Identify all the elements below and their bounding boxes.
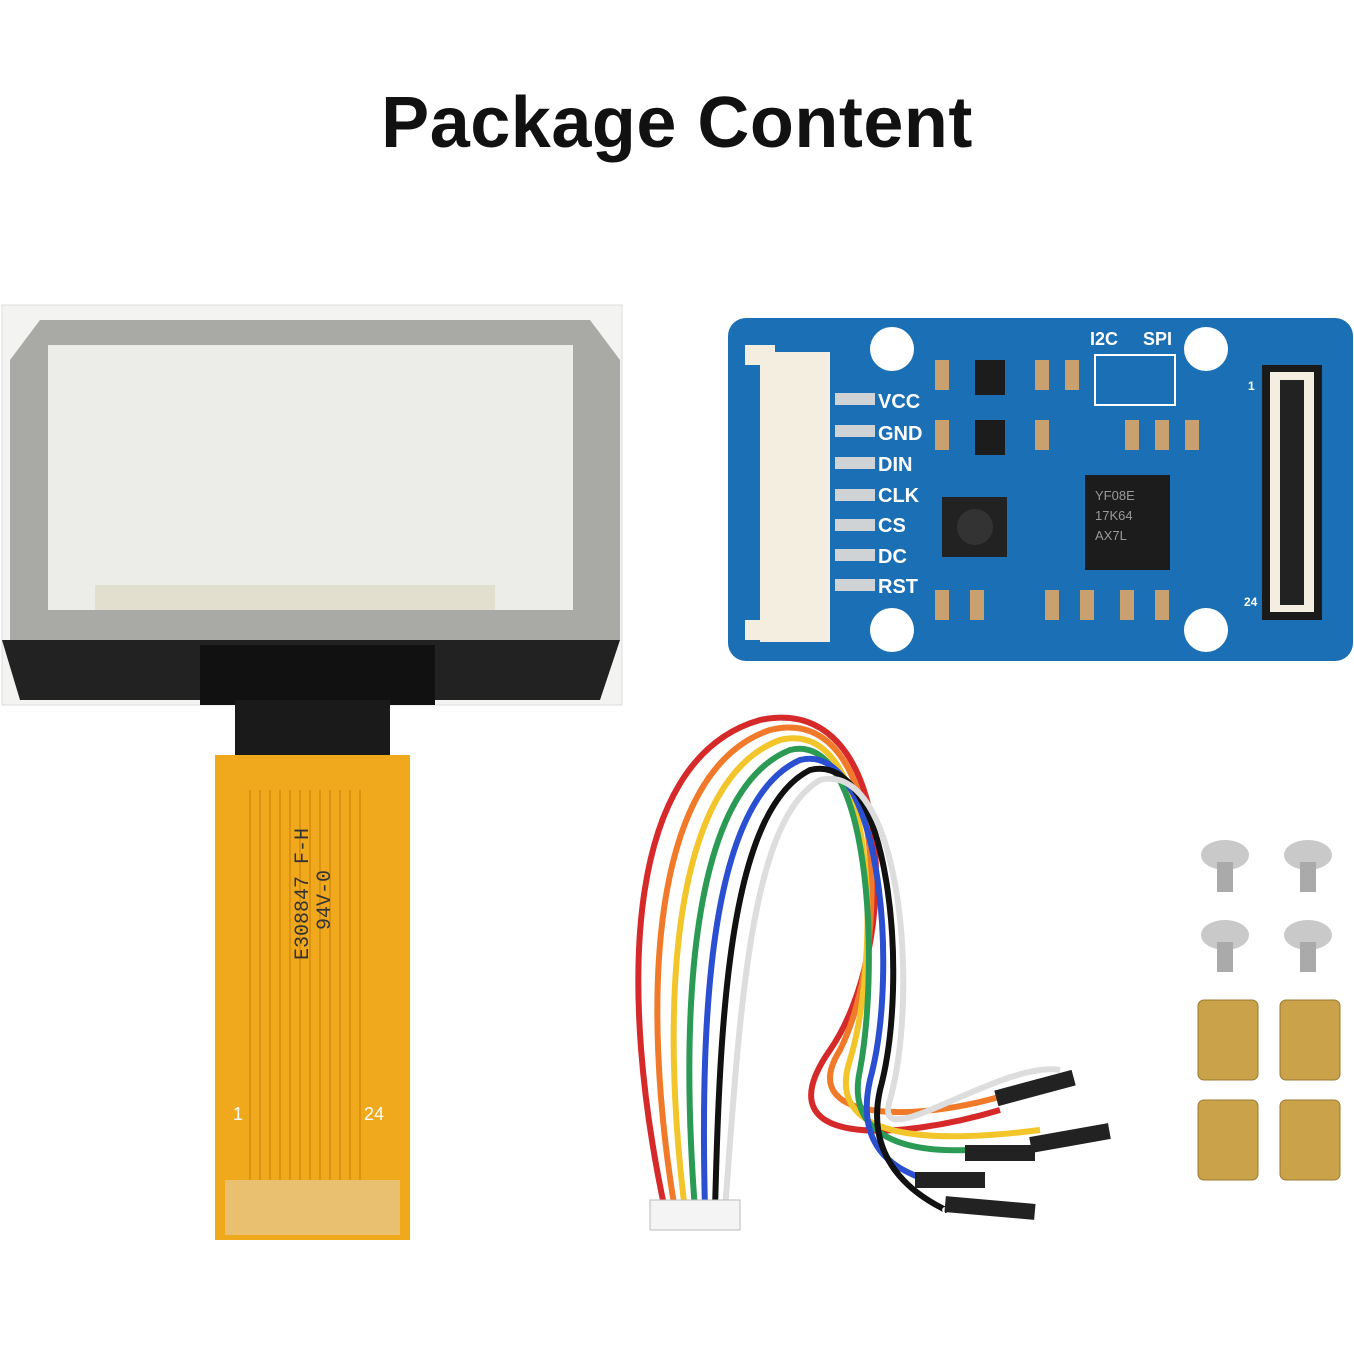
pin-label-vcc: VCC bbox=[878, 391, 920, 413]
fpc-pin-end: 24 bbox=[364, 1104, 384, 1124]
screws bbox=[1201, 840, 1332, 972]
driver-board: VCC GND DIN CLK CS DC RST I2C SPI YF08E … bbox=[728, 318, 1353, 661]
pin-label-gnd: GND bbox=[878, 423, 922, 445]
brass-standoffs bbox=[1197, 999, 1341, 1181]
chip-text-2: 17K64 bbox=[1095, 508, 1133, 523]
fpc-pin-start: 1 bbox=[233, 1104, 243, 1124]
mode-label-spi: SPI bbox=[1143, 329, 1172, 349]
connector-pin-start: 1 bbox=[1248, 379, 1255, 393]
pin-label-rst: RST bbox=[878, 576, 918, 598]
page-title: Package Content bbox=[381, 83, 973, 163]
pin-label-dc: DC bbox=[878, 546, 907, 568]
mode-label-i2c: I2C bbox=[1090, 329, 1118, 349]
pin-label-din: DIN bbox=[878, 454, 912, 476]
jumper-ends bbox=[915, 1069, 1111, 1220]
pin-label-cs: CS bbox=[878, 515, 906, 537]
chip-text-3: AX7L bbox=[1095, 528, 1127, 543]
cable bbox=[635, 714, 1061, 1213]
pin-label-clk: CLK bbox=[878, 485, 920, 507]
chip-text-1: YF08E bbox=[1095, 488, 1135, 503]
fpc-marking-1: E308847 F-H bbox=[292, 828, 315, 960]
cable-connector bbox=[649, 1199, 741, 1231]
connector-pin-end: 24 bbox=[1244, 595, 1258, 609]
fpc-marking-2: 94V-0 bbox=[314, 870, 337, 930]
oled-panel: E308847 F-H 94V-0 1 24 bbox=[1, 304, 623, 1240]
